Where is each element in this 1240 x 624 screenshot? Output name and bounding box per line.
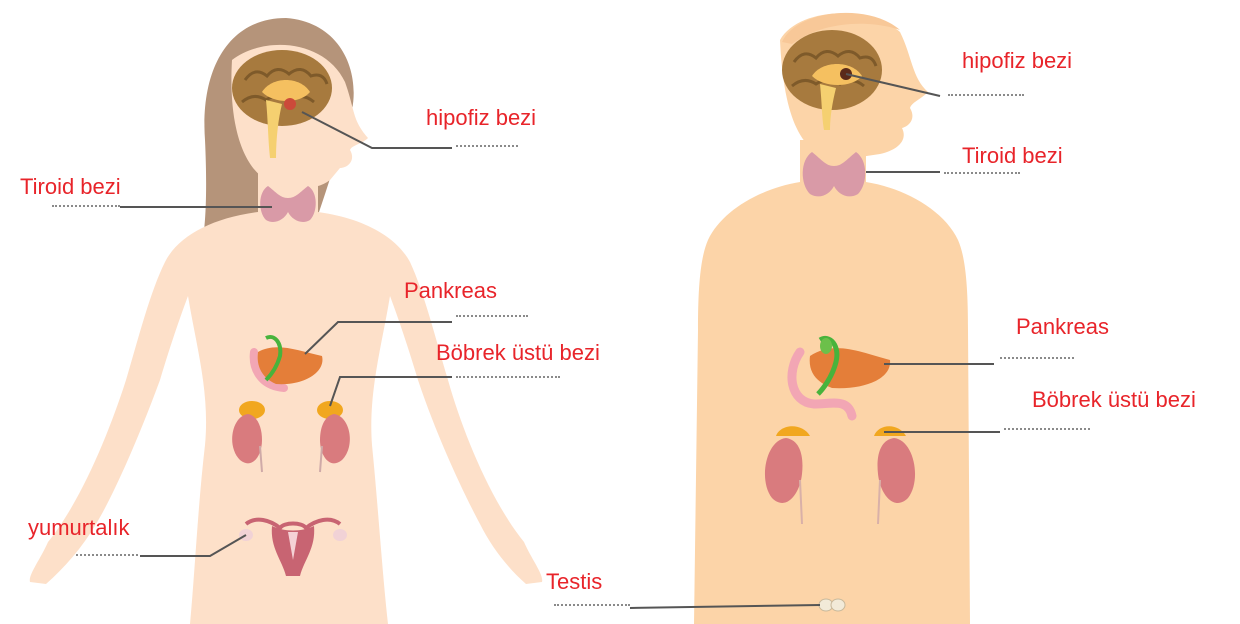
blank-male-bobrek	[1004, 428, 1090, 430]
label-female-hipofiz: hipofiz bezi	[426, 107, 536, 129]
blank-female-yumurtalik	[76, 554, 138, 556]
blank-male-testis	[554, 604, 630, 606]
blank-male-pankreas	[1000, 357, 1074, 359]
label-male-testis: Testis	[546, 571, 602, 593]
male-figure	[630, 13, 1000, 624]
blank-male-hipofiz	[948, 94, 1024, 96]
blank-female-bobrek	[456, 376, 560, 378]
blank-male-tiroid	[944, 172, 1020, 174]
blank-female-pankreas	[456, 315, 528, 317]
label-male-tiroid: Tiroid bezi	[962, 145, 1063, 167]
label-female-pankreas: Pankreas	[404, 280, 497, 302]
blank-female-tiroid	[52, 205, 120, 207]
label-male-pankreas: Pankreas	[1016, 316, 1109, 338]
label-male-bobrek: Böbrek üstü bezi	[1032, 389, 1196, 411]
label-female-yumurtalik: yumurtalık	[28, 517, 129, 539]
label-male-hipofiz: hipofiz bezi	[962, 50, 1072, 72]
blank-female-hipofiz	[456, 145, 518, 147]
label-female-bobrek: Böbrek üstü bezi	[436, 342, 600, 364]
label-female-tiroid: Tiroid bezi	[20, 176, 121, 198]
